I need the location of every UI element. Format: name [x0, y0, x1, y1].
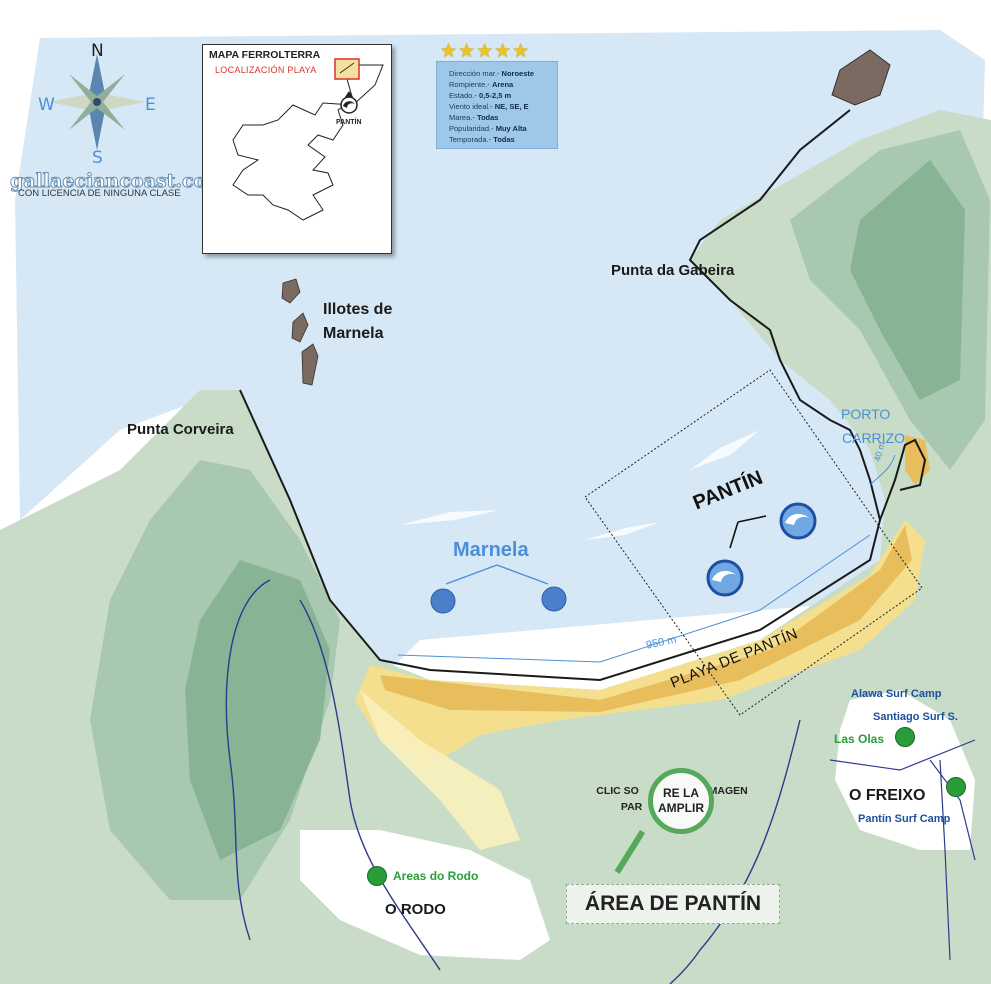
inset-map[interactable]: MAPA FERROLTERRA LOCALIZACIÓN PLAYA PANT… — [202, 44, 392, 254]
label-santiago[interactable]: Santiago Surf S. — [873, 711, 958, 723]
area-pantin-button[interactable]: ÁREA DE PANTÍN — [566, 884, 780, 924]
site-logo[interactable]: gallaeciancoast.com — [9, 170, 227, 193]
click-hint-left2: PAR — [620, 801, 643, 813]
coastline — [239, 109, 882, 682]
info-key: Rompiente.- — [449, 80, 490, 89]
inset-title: MAPA FERROLTERRA — [209, 49, 321, 61]
info-key: Popularidad.- — [449, 124, 494, 133]
pantin-arrows — [729, 515, 767, 549]
compass-rose — [49, 54, 145, 150]
rating-stars: ★★★★★ — [440, 41, 531, 62]
islet-2 — [291, 312, 309, 343]
spot-marnela-2 — [541, 586, 567, 612]
info-value: Todas — [476, 113, 499, 122]
islet-1 — [281, 278, 301, 304]
license-note: CON LICENCIA DE NINGUNA CLASE — [18, 188, 181, 199]
forest-east-core — [850, 160, 965, 400]
distance-950-line — [397, 534, 871, 663]
info-value: 0,5-2,5 m — [479, 91, 512, 100]
spot-pantin-1 — [706, 559, 744, 597]
road-freixo — [829, 739, 976, 771]
info-value: Noroeste — [501, 69, 535, 78]
marker-las-olas[interactable] — [895, 727, 915, 747]
click-hint-right: MAGEN — [708, 785, 748, 797]
info-key: Dirección mar.- — [449, 69, 500, 78]
info-value: Todas — [493, 135, 515, 144]
info-row: Viento ideal.- NE, SE, E — [449, 101, 557, 112]
info-key: Viento ideal.- — [449, 102, 493, 111]
info-value: Arena — [491, 80, 514, 89]
road-freixo-2 — [929, 759, 976, 861]
zoom-frame — [584, 369, 923, 716]
road-freixo-3 — [939, 759, 951, 961]
islet-3 — [301, 343, 319, 386]
label-areas-rodo[interactable]: Areas do Rodo — [393, 869, 479, 883]
compass-n: N — [91, 41, 104, 61]
lens-line1: RE LA — [663, 786, 699, 800]
porto-carrizo-sand — [905, 435, 930, 485]
beach-sand-dark — [380, 525, 912, 712]
wave-2 — [585, 522, 660, 540]
coastline-carrizo — [879, 438, 927, 521]
info-value: Muy Alta — [495, 124, 527, 133]
label-marnela-spot[interactable]: Marnela — [453, 539, 529, 561]
river-central — [299, 599, 441, 971]
label-pantin-surf-camp[interactable]: Pantín Surf Camp — [858, 813, 951, 825]
label-porto: PORTO — [841, 406, 891, 422]
info-row: Estado.- 0,5-2,5 m — [449, 90, 557, 101]
label-o-rodo: O RODO — [385, 901, 446, 918]
info-row: Marea.- Todas — [449, 112, 557, 123]
inset-marker-label: PANTÍN — [336, 119, 362, 126]
compass-e: E — [145, 95, 156, 115]
info-row: Dirección mar.- Noroeste — [449, 68, 557, 79]
inset-subtitle: LOCALIZACIÓN PLAYA — [215, 65, 317, 75]
label-illotes: Illotes de — [323, 301, 393, 318]
marker-pantin-camp[interactable] — [946, 777, 966, 797]
info-key: Estado.- — [449, 91, 477, 100]
wave-1 — [400, 510, 500, 525]
forest-west-core — [185, 560, 330, 860]
spot-marnela-1 — [430, 588, 456, 614]
compass-s: S — [92, 148, 103, 168]
compass-w: W — [38, 95, 55, 115]
label-alawa[interactable]: Alawa Surf Camp — [851, 688, 942, 700]
distance-40-line — [869, 454, 896, 486]
info-row: Popularidad.- Muy Alta — [449, 123, 557, 134]
river-west — [225, 579, 271, 941]
inset-outline — [232, 58, 384, 221]
click-hint-left: CLIC SO — [596, 785, 639, 797]
info-key: Temporada.- — [449, 135, 492, 144]
offshore-rock — [831, 49, 891, 106]
o-freixo-area — [835, 690, 975, 850]
wave-3 — [690, 430, 760, 470]
label-punta-corveira: Punta Corveira — [127, 421, 234, 438]
label-punta-gabeira: Punta da Gabeira — [611, 262, 735, 279]
info-key: Marea.- — [449, 113, 475, 122]
info-value: NE, SE, E — [494, 102, 529, 111]
info-row: Rompiente.- Arena — [449, 79, 557, 90]
o-rodo-area — [300, 830, 550, 960]
marker-areas-rodo[interactable] — [367, 866, 387, 886]
label-carrizo: CARRIZO — [842, 430, 905, 446]
beach-light — [360, 690, 520, 850]
lens-line2: AMPLIR — [658, 801, 704, 815]
click-hint: CLIC SO MAGEN PAR — [596, 783, 748, 815]
info-row: Temporada.- Todas — [449, 134, 557, 145]
label-illotes-marnela: Marnela — [323, 325, 384, 342]
marnela-arrows — [445, 564, 549, 585]
label-las-olas[interactable]: Las Olas — [834, 732, 885, 746]
spot-pantin-2 — [779, 502, 817, 540]
label-o-freixo: O FREIXO — [849, 787, 926, 804]
